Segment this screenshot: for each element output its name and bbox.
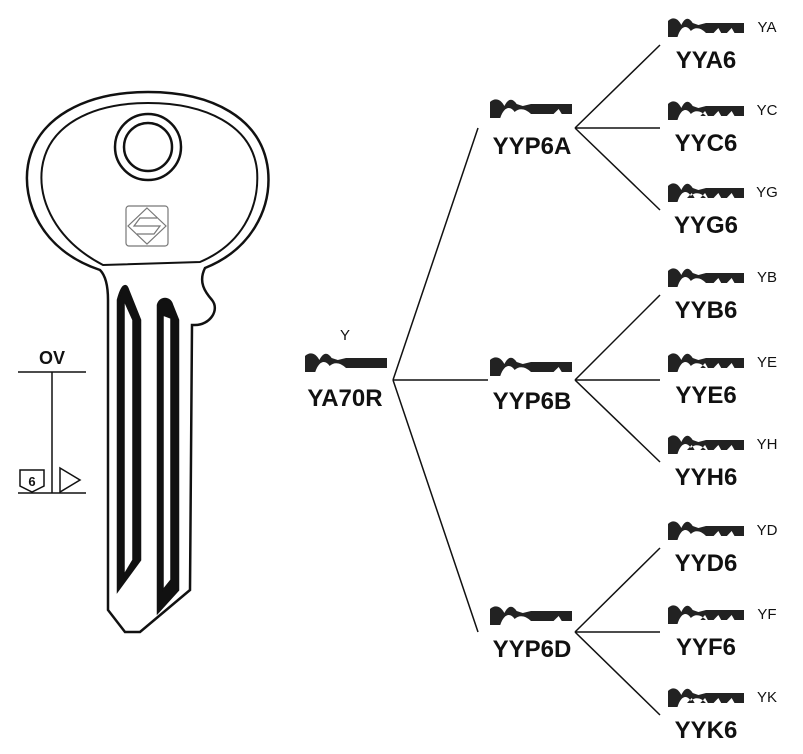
root-code: YA70R: [307, 385, 382, 412]
leaf-profile-letter: YE: [757, 354, 777, 371]
connector-line: [574, 127, 661, 211]
leaf-code: YYH6: [675, 464, 738, 491]
branch-code: YYP6D: [493, 636, 572, 663]
leaf-code: YYF6: [676, 634, 736, 661]
connector-line: [574, 631, 661, 716]
leaf-profile-letter: YK: [757, 689, 777, 706]
key-profile-icon: [668, 688, 744, 707]
key-profile-icon: [668, 18, 744, 37]
key-head-inner-outline: [40, 101, 259, 267]
ov-label: OV: [39, 348, 65, 368]
key-profile-icon: [490, 99, 572, 118]
root-profile-letter: Y: [340, 327, 350, 344]
leaf-profile-letter: YC: [757, 102, 778, 119]
key-profile-icon: [668, 435, 744, 454]
badge-shield-icon: [19, 469, 45, 493]
key-profile-icon: [668, 183, 744, 202]
leaf-profile-letter: YD: [757, 522, 778, 539]
key-profile-icon: [668, 268, 744, 287]
key-profile-icon: [668, 353, 744, 372]
key-hole-inner: [122, 121, 174, 173]
leaf-code: YYE6: [675, 382, 736, 409]
blade-grooves: [116, 284, 180, 616]
connector-line: [392, 127, 479, 381]
direction-triangle-icon: [59, 466, 82, 494]
leaf-code: YYK6: [675, 717, 738, 744]
key-profile-icon: [668, 605, 744, 624]
key-profile-icon: [305, 353, 387, 372]
silca-s-logo-icon: [125, 205, 169, 247]
key-blank-drawing: [18, 90, 270, 634]
connector-line: [574, 44, 661, 129]
badge-number: 6: [28, 474, 35, 489]
key-head-outline: [25, 90, 270, 634]
key-profile-icon: [490, 606, 572, 625]
leaf-profile-letter: YH: [757, 436, 778, 453]
leaf-profile-letter: YF: [757, 606, 776, 623]
leaf-code: YYG6: [674, 212, 738, 239]
leaf-profile-letter: YB: [757, 269, 777, 286]
key-profile-icon: [490, 357, 572, 376]
leaf-profile-letter: YA: [758, 19, 777, 36]
key-profile-icon: [668, 521, 744, 540]
branch-code: YYP6B: [493, 388, 572, 415]
connector-line: [574, 294, 661, 381]
connector-line: [574, 547, 661, 633]
leaf-code: YYC6: [675, 130, 738, 157]
key-hole-outer: [113, 112, 183, 182]
leaf-code: YYA6: [676, 47, 737, 74]
leaf-code: YYD6: [675, 550, 738, 577]
key-profile-icon: [668, 101, 744, 120]
connector-line: [392, 379, 479, 633]
leaf-code: YYB6: [675, 297, 738, 324]
branch-code: YYP6A: [493, 133, 572, 160]
leaf-profile-letter: YG: [756, 184, 778, 201]
connector-line: [574, 379, 661, 463]
